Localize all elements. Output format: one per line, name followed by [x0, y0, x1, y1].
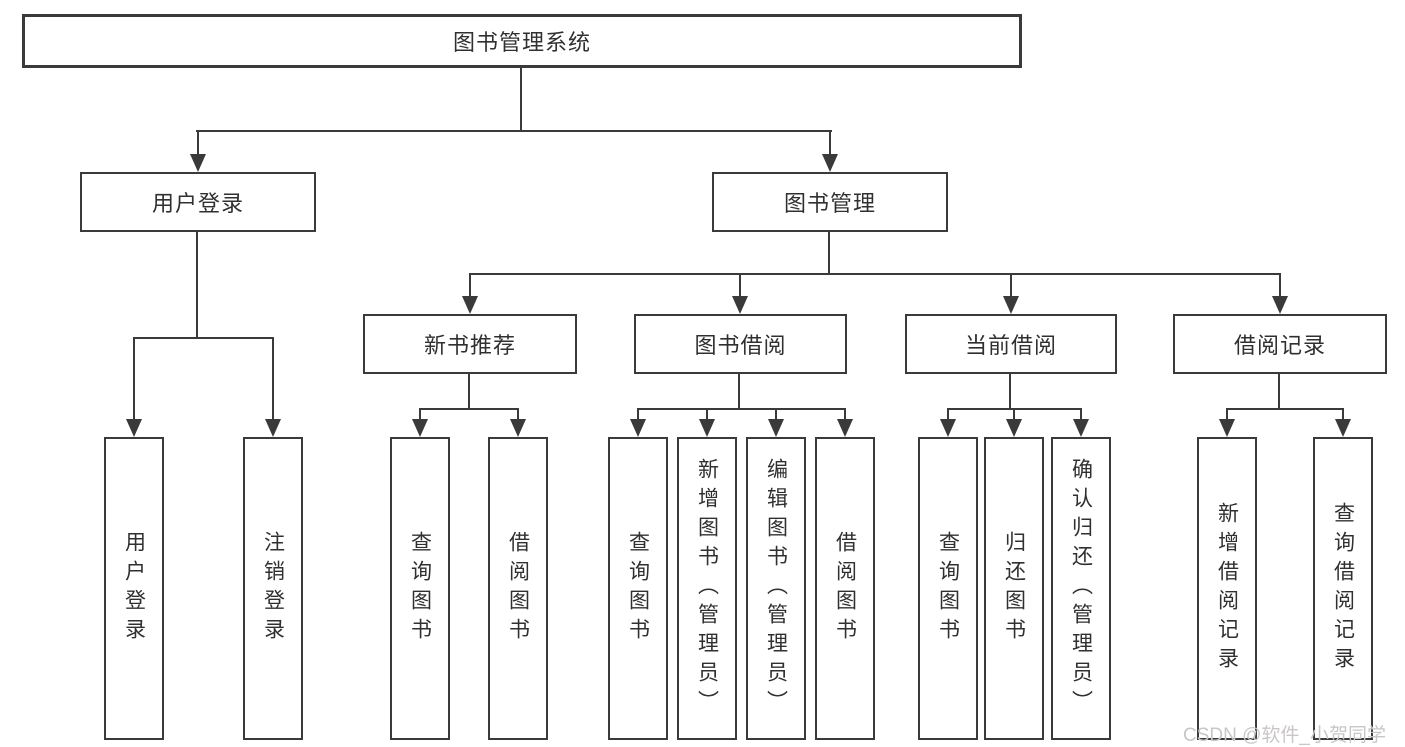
connector-line — [1080, 408, 1082, 423]
leaf-query-book-1: 查询图书 — [390, 437, 450, 740]
leaf-add-book: 新增图书（管理员） — [677, 437, 737, 740]
node-label: 新书推荐 — [423, 333, 516, 358]
connector-line — [469, 273, 471, 300]
leaf-query-book-2: 查询图书 — [608, 437, 668, 740]
connector-line — [739, 273, 741, 300]
connector-line — [1279, 273, 1281, 300]
arrow-down-icon — [822, 154, 838, 172]
node-label: 用户登录 — [151, 191, 244, 216]
node-label: 图书管理 — [783, 191, 876, 216]
arrow-down-icon — [190, 154, 206, 172]
leaf-query-borrow-record: 查询借阅记录 — [1313, 437, 1373, 740]
connector-line — [1342, 408, 1344, 423]
node-borrow-record: 借阅记录 — [1173, 314, 1387, 374]
node-label: 借阅图书 — [506, 530, 530, 647]
connector-line — [419, 408, 421, 423]
arrow-down-icon — [462, 296, 478, 314]
connector-line — [197, 130, 199, 158]
node-label: 新增图书（管理员） — [695, 458, 719, 719]
leaf-edit-book: 编辑图书（管理员） — [746, 437, 806, 740]
connector-line — [637, 408, 846, 410]
node-label: 用户登录 — [122, 530, 146, 647]
node-label: 归还图书 — [1002, 530, 1026, 647]
node-book-borrow: 图书借阅 — [634, 314, 847, 374]
arrow-down-icon — [1006, 419, 1022, 437]
arrow-down-icon — [699, 419, 715, 437]
connector-line — [1010, 273, 1012, 300]
arrow-down-icon — [732, 296, 748, 314]
connector-line — [1013, 408, 1015, 423]
connector-line — [706, 408, 708, 423]
connector-line — [637, 408, 639, 423]
connector-line — [196, 130, 832, 132]
connector-line — [133, 337, 135, 423]
leaf-return-book: 归还图书 — [984, 437, 1044, 740]
node-book-management: 图书管理 — [712, 172, 948, 232]
arrow-down-icon — [265, 419, 281, 437]
connector-line — [1278, 374, 1280, 408]
leaf-add-borrow-record: 新增借阅记录 — [1197, 437, 1257, 740]
connector-line — [1009, 374, 1011, 408]
connector-line — [520, 68, 522, 130]
node-label: 注销登录 — [261, 530, 285, 647]
node-label: 当前借阅 — [964, 333, 1057, 358]
node-label: 图书管理系统 — [452, 30, 591, 55]
arrow-down-icon — [510, 419, 526, 437]
arrow-down-icon — [768, 419, 784, 437]
node-label: 新增借阅记录 — [1215, 501, 1239, 676]
arrow-down-icon — [940, 419, 956, 437]
connector-line — [517, 408, 519, 423]
leaf-confirm-return: 确认归还（管理员） — [1051, 437, 1111, 740]
connector-line — [133, 337, 274, 339]
connector-line — [468, 374, 470, 408]
connector-line — [947, 408, 949, 423]
arrow-down-icon — [1335, 419, 1351, 437]
leaf-query-book-3: 查询图书 — [918, 437, 978, 740]
connector-line — [1226, 408, 1344, 410]
node-label: 确认归还（管理员） — [1069, 458, 1093, 719]
node-label: 借阅图书 — [833, 530, 857, 647]
arrow-down-icon — [1272, 296, 1288, 314]
arrow-down-icon — [1003, 296, 1019, 314]
node-new-book-recommend: 新书推荐 — [363, 314, 577, 374]
connector-line — [844, 408, 846, 423]
connector-line — [775, 408, 777, 423]
leaf-user-login: 用户登录 — [104, 437, 164, 740]
connector-line — [828, 232, 830, 273]
leaf-borrow-book-1: 借阅图书 — [488, 437, 548, 740]
arrow-down-icon — [126, 419, 142, 437]
node-label: 借阅记录 — [1233, 333, 1326, 358]
arrow-down-icon — [1073, 419, 1089, 437]
node-label: 查询借阅记录 — [1331, 501, 1355, 676]
connector-line — [469, 273, 1281, 275]
node-user-login: 用户登录 — [80, 172, 316, 232]
node-root: 图书管理系统 — [22, 14, 1022, 68]
node-label: 查询图书 — [936, 530, 960, 647]
node-label: 编辑图书（管理员） — [764, 458, 788, 719]
leaf-logout: 注销登录 — [243, 437, 303, 740]
connector-line — [829, 130, 831, 158]
arrow-down-icon — [1219, 419, 1235, 437]
arrow-down-icon — [837, 419, 853, 437]
node-label: 查询图书 — [408, 530, 432, 647]
node-label: 查询图书 — [626, 530, 650, 647]
arrow-down-icon — [630, 419, 646, 437]
watermark: CSDN @软件_小贺同学 — [1183, 725, 1386, 746]
arrow-down-icon — [412, 419, 428, 437]
leaf-borrow-book-2: 借阅图书 — [815, 437, 875, 740]
connector-line — [419, 408, 519, 410]
connector-line — [1226, 408, 1228, 423]
connector-line — [272, 337, 274, 423]
node-label: 图书借阅 — [694, 333, 787, 358]
connector-line — [738, 374, 740, 408]
connector-line — [196, 232, 198, 337]
node-current-borrow: 当前借阅 — [905, 314, 1117, 374]
